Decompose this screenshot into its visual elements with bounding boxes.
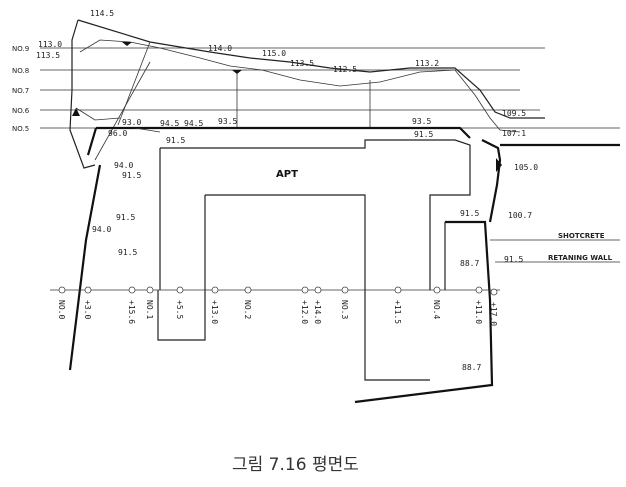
station-label: +12.0 (300, 300, 309, 324)
station-marker (490, 288, 498, 296)
elevation-label: 107.1 (502, 129, 526, 138)
section-label-no7: NO.7 (12, 87, 29, 95)
elevation-label: 88.7 (460, 259, 479, 268)
survey-marker (72, 108, 80, 116)
boundary-tick (134, 127, 161, 133)
terrain-contour-small (75, 107, 121, 121)
station-label: NO.1 (145, 300, 154, 319)
station-label: NO.0 (57, 300, 66, 319)
station-label: +11.5 (393, 300, 402, 324)
station-label: +15.6 (127, 300, 136, 324)
elevation-label: 113.2 (415, 59, 439, 68)
station-labels: NO.0 +3.0 +15.6 NO.1 +5.5 +13.0 NO.2 +12… (57, 300, 498, 326)
retaining-wall-note: RETANING WALL (548, 254, 613, 262)
station-marker (314, 286, 322, 294)
survey-marker (496, 158, 502, 172)
section-lines (40, 47, 620, 129)
elevation-label: 91.5 (118, 248, 137, 257)
elevation-label: 105.0 (514, 163, 538, 172)
elevation-label: 109.5 (502, 109, 526, 118)
station-marker (84, 286, 92, 294)
elevation-label: 113.0 (38, 40, 62, 49)
section-labels: NO.9 NO.8 NO.7 NO.6 NO.5 (12, 45, 30, 133)
terrain-contour-west (69, 19, 96, 169)
apt-notch (157, 290, 206, 341)
section-label-no6: NO.6 (12, 107, 30, 115)
elevation-label: 94.0 (114, 161, 133, 170)
elevation-label: 91.5 (166, 136, 185, 145)
elevation-label: 113.5 (290, 59, 314, 68)
elevation-label: 88.7 (462, 363, 481, 372)
survey-marker (232, 70, 242, 74)
elevation-label: 100.7 (508, 211, 532, 220)
annotation-notes: SHOTCRETE RETANING WALL (548, 232, 613, 262)
station-marker (301, 286, 309, 294)
station-marker (146, 286, 154, 294)
elevation-label: 112.5 (333, 65, 357, 74)
guide-line-2 (94, 61, 151, 161)
station-label: +11.0 (474, 300, 483, 324)
survey-markers (72, 42, 502, 172)
east-slope (481, 139, 502, 223)
apt-outline-inner (205, 194, 430, 381)
terrain-contours (69, 19, 545, 169)
elevation-labels: 114.5 113.0 113.5 114.0 115.0 113.5 112.… (36, 9, 538, 372)
west-retaining-wall (68, 164, 102, 371)
terrain-contour-inner (79, 39, 521, 133)
elevation-label: 93.5 (218, 117, 237, 126)
section-label-no5: NO.5 (12, 125, 29, 133)
station-label: +17.0 (489, 302, 498, 326)
elevation-label: 91.5 (504, 255, 523, 264)
elevation-label: 91.5 (414, 130, 433, 139)
section-label-no8: NO.8 (12, 67, 29, 75)
shotcrete-note: SHOTCRETE (558, 232, 605, 240)
station-label: NO.2 (243, 300, 252, 319)
building-boundaries (68, 126, 620, 404)
east-retaining-wall (354, 220, 494, 404)
elevation-label: 91.5 (116, 213, 135, 222)
station-marker (211, 286, 219, 294)
building-label: APT (276, 169, 298, 180)
guide-line-1 (117, 41, 151, 126)
station-marker (475, 286, 483, 294)
figure-caption: 그림 7.16 평면도 (232, 455, 359, 475)
station-markers (58, 286, 498, 296)
west-retaining-stub (86, 127, 98, 156)
elevation-label: 93.0 (122, 118, 141, 127)
elevation-label: 114.5 (90, 9, 114, 18)
guide-lines (94, 41, 371, 161)
station-marker (433, 286, 441, 294)
boundary-no5 (96, 126, 471, 139)
station-marker (58, 286, 66, 294)
elevation-label: 115.0 (262, 49, 286, 58)
station-label: +3.0 (83, 300, 92, 319)
elevation-label: 94.5 (160, 119, 179, 128)
station-marker (341, 286, 349, 294)
station-label: NO.4 (432, 300, 441, 319)
station-label: +14.0 (313, 300, 322, 324)
terrain-contour-top (77, 19, 545, 119)
survey-marker (122, 42, 132, 46)
elevation-label: 94.0 (92, 225, 111, 234)
station-marker (176, 286, 184, 294)
elevation-label: 93.5 (412, 117, 431, 126)
elevation-label: 91.5 (122, 171, 141, 180)
elevation-label: 91.5 (460, 209, 479, 218)
station-label: +13.0 (210, 300, 219, 324)
station-marker (244, 286, 252, 294)
elevation-label: 94.5 (184, 119, 203, 128)
station-label: +5.5 (175, 300, 184, 319)
station-label: NO.3 (340, 300, 349, 319)
station-marker (394, 286, 402, 294)
elevation-label: 113.5 (36, 51, 60, 60)
station-marker (128, 286, 136, 294)
apt-outline-top (160, 139, 471, 290)
elevation-label: 114.0 (208, 44, 232, 53)
section-label-no9: NO.9 (12, 45, 29, 53)
elevation-label: 96.0 (108, 129, 127, 138)
